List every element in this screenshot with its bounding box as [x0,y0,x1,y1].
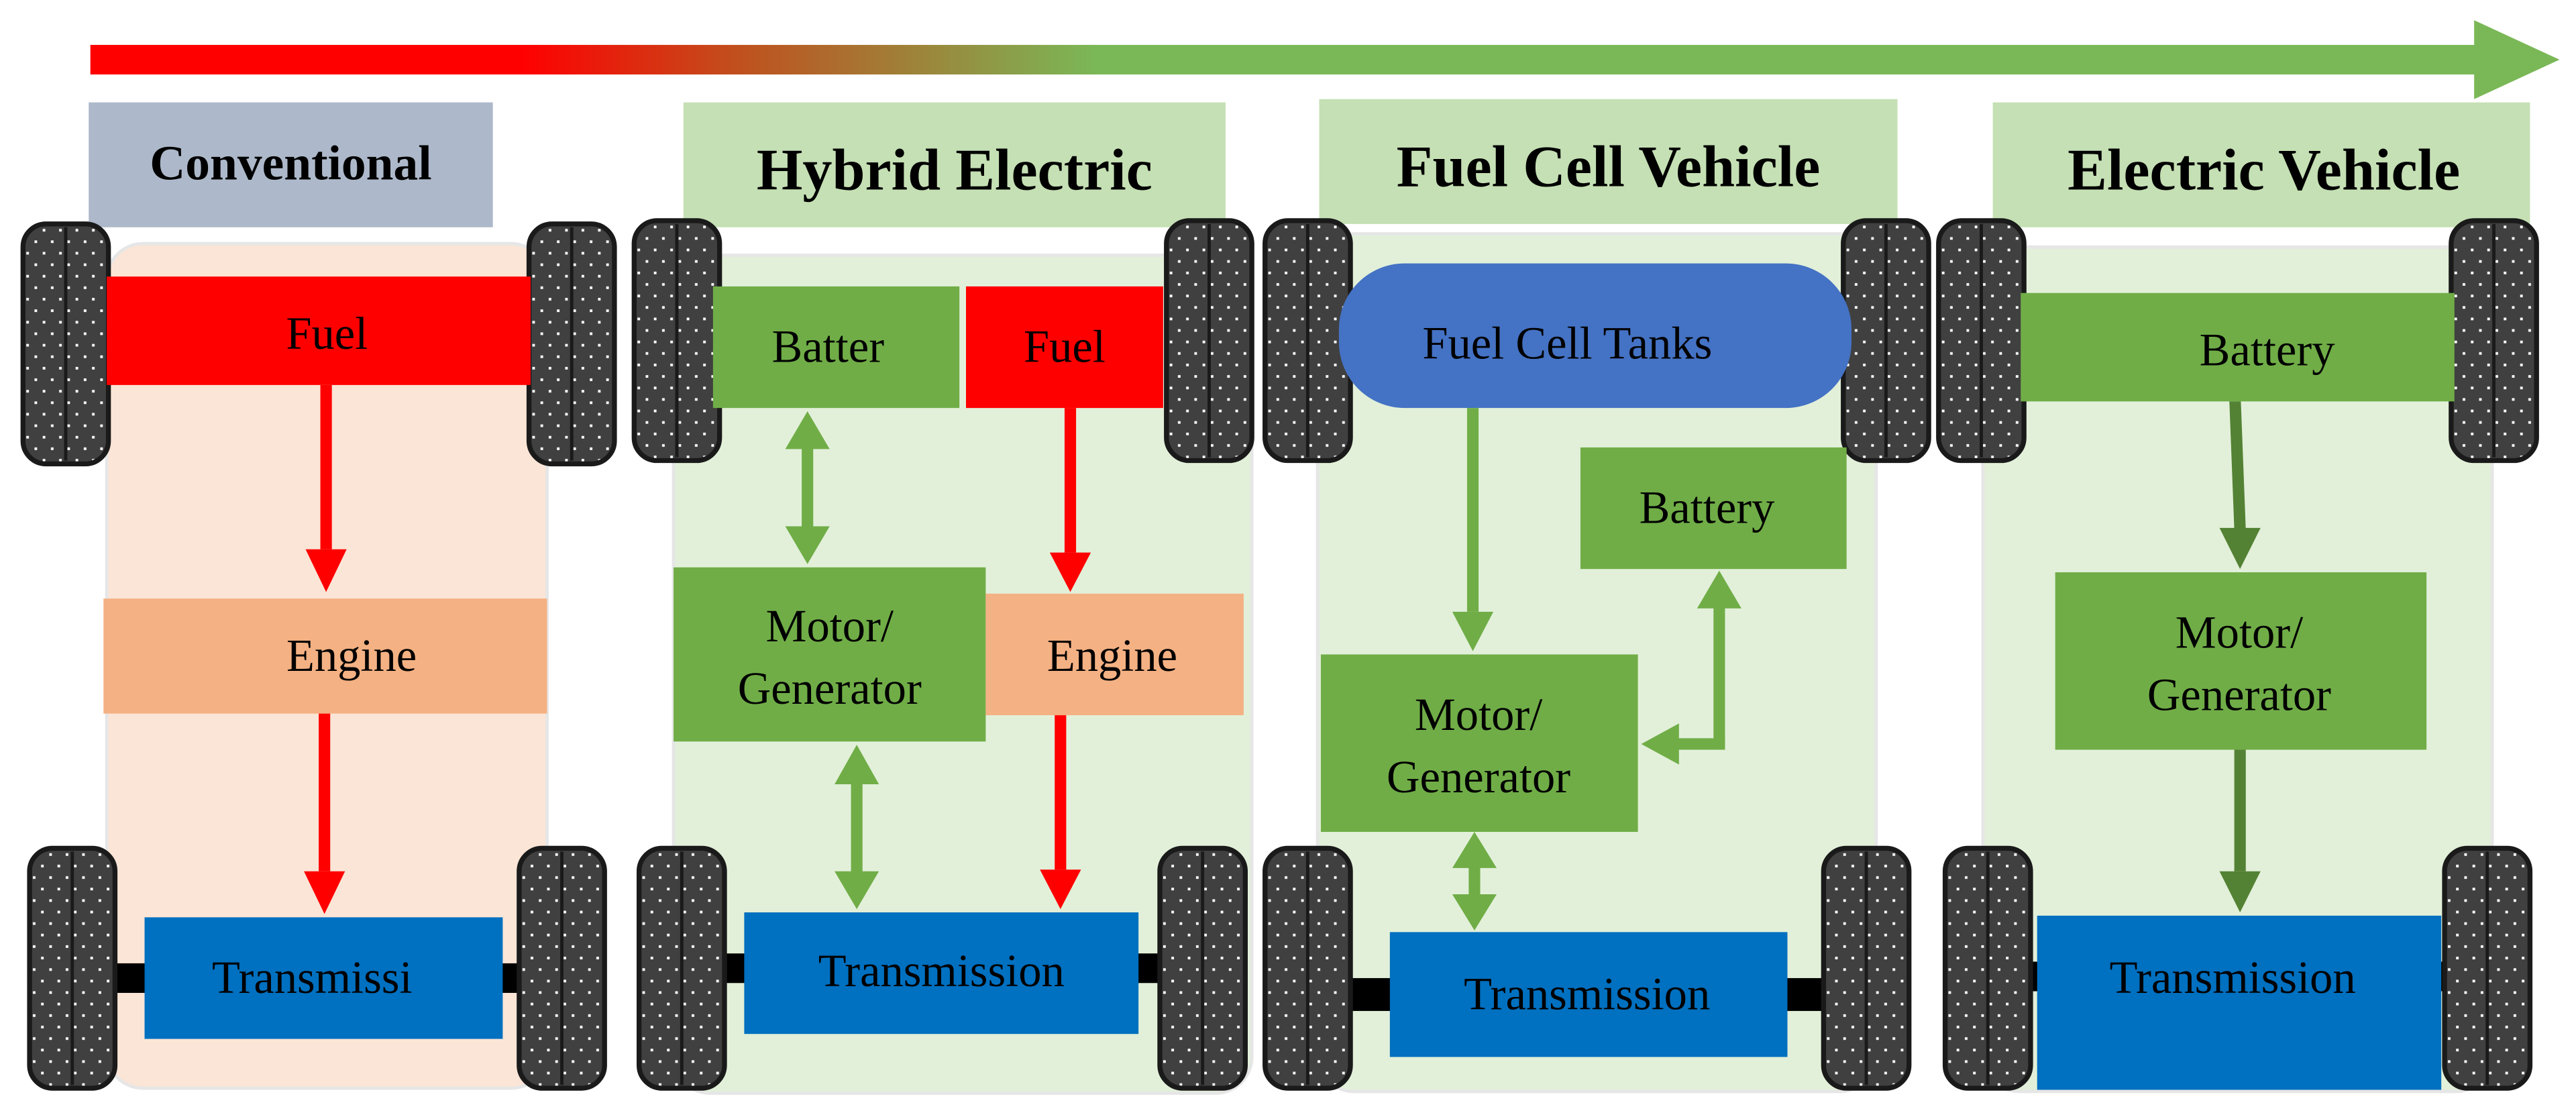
progress-arrow-head [2474,20,2560,99]
conventional-rear-left-wheel [30,848,115,1088]
fuel-cell-tanks-to-motor-arrow [1452,408,1494,651]
hybrid-front-left-wheel [634,221,719,461]
hybrid-title: Hybrid Electric [757,137,1152,203]
electric-transmission-label: Transmission [2110,952,2356,1003]
fuel-cell-front-left-wheel [1265,221,1350,461]
fuel-cell-motor-label-line1: Motor/ [1415,689,1543,740]
fuel-cell-title: Fuel Cell Vehicle [1397,134,1821,200]
fuel-cell-title-box [1319,99,1898,224]
electric-motor-box [2055,572,2427,750]
conventional-title: Conventional [150,136,431,191]
fuel-cell-rear-right-wheel [1823,848,1909,1088]
panel-hybrid: Hybrid Electric Batter Fuel Motor/ Gener… [634,102,1252,1095]
hybrid-fuel-box [966,286,1163,409]
conventional-transmission-label: Transmissi [212,952,412,1003]
fuel-cell-front-right-wheel [1843,221,1929,461]
conventional-engine-box [103,598,547,714]
panel-electric: Electric Vehicle Battery Motor/ Generato… [1939,102,2536,1094]
electric-title-box [1992,102,2530,227]
fuel-cell-transmission-box [1389,932,1788,1057]
fuel-cell-battery-label: Battery [1640,482,1776,533]
hybrid-battery-motor-arrow [785,411,830,564]
electric-motor-label-line2: Generator [2147,670,2331,721]
hybrid-fuel-to-engine-arrow [1049,408,1091,592]
electric-transmission-box [2037,915,2442,1090]
hybrid-engine-label: Engine [1047,630,1177,681]
hybrid-battery-label: Batter [772,321,885,372]
hybrid-rear-left-wheel [639,848,724,1088]
conventional-front-right-wheel [529,224,614,464]
fuel-cell-tanks-box [1338,263,1851,409]
fuel-cell-motor-battery-arrow [1641,570,1741,765]
hybrid-motor-label-line1: Motor/ [766,600,894,651]
electric-rear-right-wheel [2445,848,2530,1088]
fuel-cell-tanks-label: Fuel Cell Tanks [1422,318,1712,369]
fuel-cell-rear-left-wheel [1265,848,1350,1088]
electric-battery-box [2021,293,2455,402]
conventional-title-box [89,102,493,227]
electric-motor-label-line1: Motor/ [2176,607,2304,658]
hybrid-front-right-wheel [1167,221,1252,461]
panel-fuel-cell: Fuel Cell Vehicle Fuel Cell Tanks Batter… [1265,99,1929,1094]
conventional-engine-label: Engine [286,630,417,681]
electric-front-left-wheel [1939,221,2024,461]
conventional-rear-right-wheel [519,848,604,1088]
conventional-engine-to-transmission-arrow [304,713,345,914]
electric-title: Electric Vehicle [2068,137,2460,203]
hybrid-engine-to-transmission-arrow [1040,715,1081,910]
hybrid-title-box [683,102,1226,227]
fuel-cell-motor-box [1320,654,1638,832]
hybrid-motor-label-line2: Generator [738,663,922,714]
fuel-cell-battery-box [1580,447,1847,570]
panel-conventional: Conventional Fuel Engine Transmissi [23,102,614,1088]
fuel-cell-motor-label-line2: Generator [1387,751,1570,802]
hybrid-transmission-label: Transmission [818,945,1065,996]
electric-motor-to-transmission-arrow [2219,749,2261,912]
electric-battery-label: Battery [2200,324,2336,375]
hybrid-fuel-label: Fuel [1024,321,1106,372]
hybrid-battery-box [712,286,960,409]
conventional-fuel-to-engine-arrow [305,384,347,592]
conventional-transmission-box [144,917,503,1039]
conventional-fuel-label: Fuel [286,308,368,359]
progress-arrow-shaft [90,44,2489,74]
hybrid-rear-right-wheel [1160,848,1245,1088]
hybrid-engine-box [985,593,1244,716]
electric-rear-left-wheel [1945,848,2031,1088]
hybrid-motor-transmission-arrow [835,745,879,910]
fuel-cell-transmission-label: Transmission [1464,968,1710,1019]
conventional-front-left-wheel [23,224,108,464]
hybrid-motor-box [674,567,986,742]
hybrid-transmission-box [744,912,1139,1034]
electric-front-right-wheel [2451,221,2536,461]
conventional-fuel-box [107,276,531,385]
progress-arrow [90,20,2560,99]
electric-battery-to-motor-arrow [2219,401,2261,570]
fuel-cell-motor-transmission-arrow [1452,831,1497,931]
